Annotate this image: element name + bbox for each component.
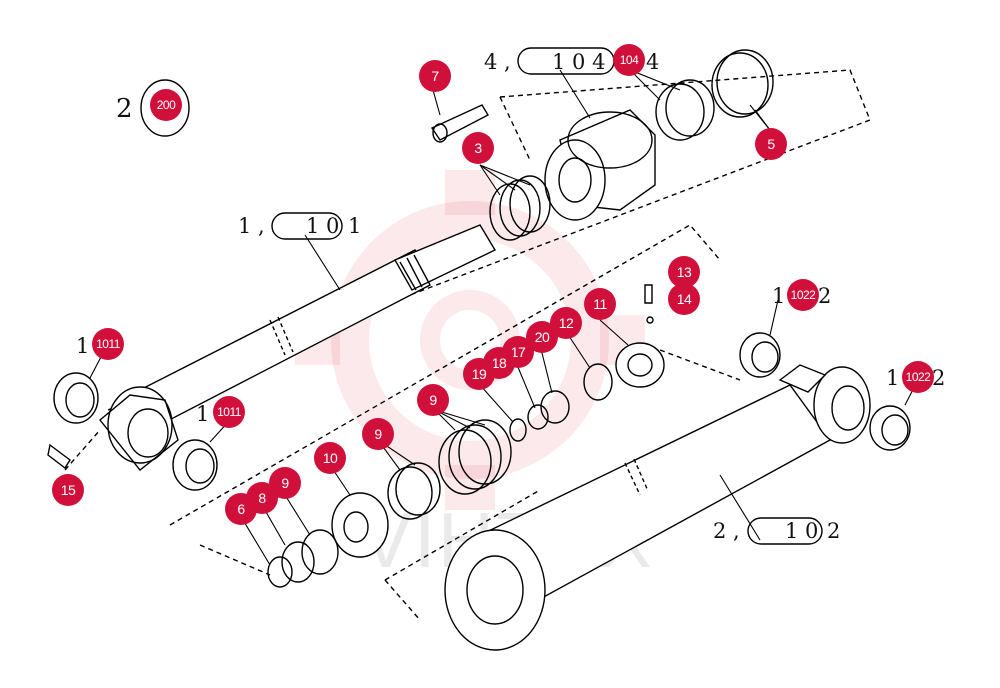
- label-rod-tail: 1: [348, 214, 362, 238]
- callout-6[interactable]: 6: [225, 493, 257, 525]
- label-box-barrel: [747, 517, 823, 545]
- barrel-bushings: [739, 332, 911, 451]
- ball-14: [646, 316, 654, 324]
- label-bush-left-2: 1: [196, 402, 210, 426]
- label-cover-ref: 1 0 4: [552, 50, 606, 74]
- callout-13[interactable]: 13: [668, 256, 700, 288]
- rod-bushing: [53, 372, 218, 491]
- bushing-8: [281, 541, 315, 583]
- ring-9c: [301, 529, 339, 575]
- label-rod-ref: 1 0: [306, 214, 340, 238]
- piston-10: [331, 492, 389, 558]
- label-cover-tail: 4: [646, 50, 660, 74]
- label-cover-prefix: 4 ,: [484, 50, 511, 74]
- head-bolt: [430, 104, 489, 143]
- callout-7[interactable]: 7: [419, 60, 451, 92]
- callout-1011-right[interactable]: 1011: [213, 396, 245, 428]
- label-barrel-tail: 2: [827, 519, 841, 543]
- o-ring-12: [583, 363, 613, 401]
- callout-14[interactable]: 14: [668, 283, 700, 315]
- seal-pack-3: [489, 175, 551, 241]
- label-bush-right-top-tail: 2: [818, 284, 832, 308]
- callout-104[interactable]: 104: [613, 44, 645, 76]
- callout-1022-right[interactable]: 1022: [902, 361, 934, 393]
- callout-5[interactable]: 5: [755, 128, 787, 160]
- grease-fitting-13: [644, 284, 653, 304]
- seal-pack-9b: [387, 462, 441, 520]
- piston-nut: [615, 342, 665, 388]
- label-bush-left: 1: [76, 334, 90, 358]
- dashed-box-lower: [384, 489, 541, 581]
- grease-nipple: [47, 443, 71, 470]
- o-ring-6: [267, 556, 293, 588]
- callout-10[interactable]: 10: [314, 442, 346, 474]
- spacer-20: [540, 390, 570, 424]
- callout-1011-left[interactable]: 1011: [92, 328, 124, 360]
- callout-9-upper[interactable]: 9: [417, 384, 449, 416]
- dashed-box-middle: [169, 224, 721, 526]
- label-bush-right: 1: [886, 366, 900, 390]
- label-barrel-prefix: 2 ,: [713, 519, 740, 543]
- callout-11[interactable]: 11: [584, 288, 616, 320]
- callout-15[interactable]: 15: [52, 474, 84, 506]
- dashed-box-top: [107, 69, 871, 411]
- callout-9-middle[interactable]: 9: [362, 418, 394, 450]
- cylinder-head: [544, 109, 656, 221]
- label-rod-prefix: 1 ,: [238, 214, 265, 238]
- cylinder-barrel: [444, 364, 871, 651]
- callout-200[interactable]: 200: [150, 89, 182, 121]
- label-ring-assembly: [140, 79, 190, 137]
- ring-19: [509, 418, 527, 442]
- label-bush-right-tail: 2: [932, 366, 946, 390]
- wiper-and-rings: [655, 49, 774, 141]
- callout-3[interactable]: 3: [462, 132, 494, 164]
- label-box-rod: [271, 212, 343, 240]
- label-barrel-ref: 1 0: [785, 519, 819, 543]
- piston-rod: [99, 224, 496, 471]
- label-assembly-number: 2: [116, 94, 133, 124]
- ring-17: [527, 404, 549, 430]
- label-bush-right-top: 1: [772, 284, 786, 308]
- callout-1022-top[interactable]: 1022: [787, 279, 819, 311]
- callout-19[interactable]: 19: [463, 358, 495, 390]
- seal-pack-9: [438, 419, 512, 495]
